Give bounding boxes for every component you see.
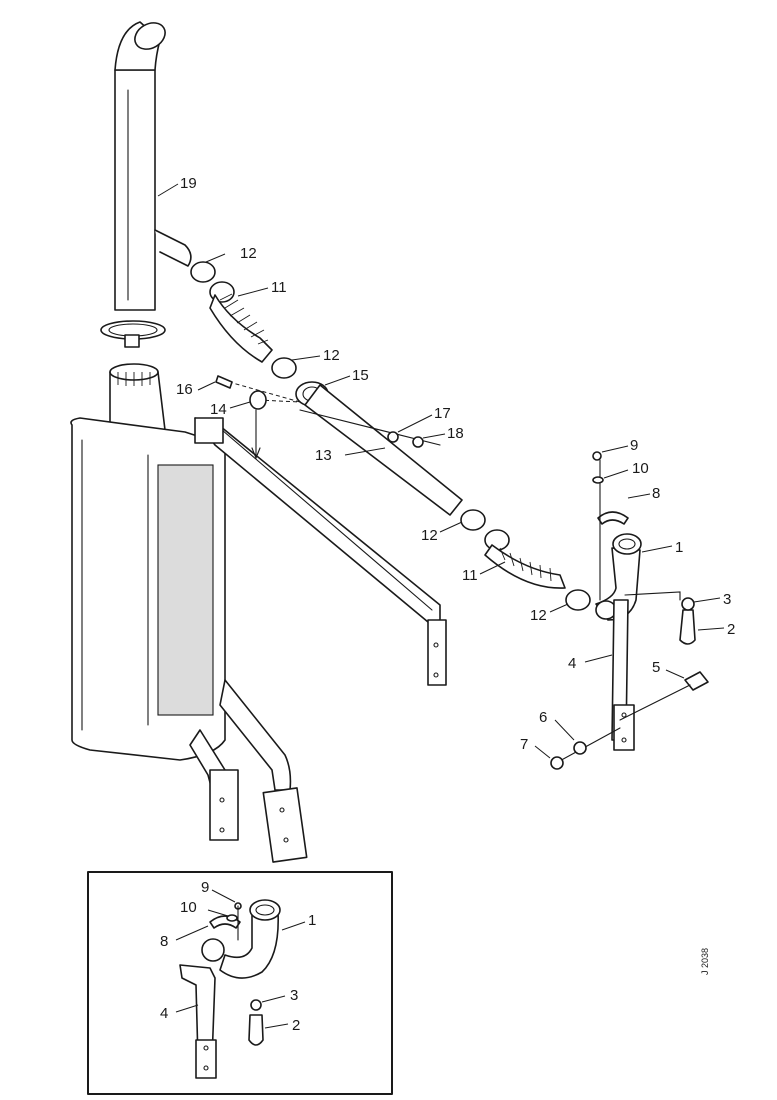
callout-4: 4 (568, 654, 613, 672)
svg-text:17: 17 (434, 405, 451, 422)
callout-11-lower: 11 (462, 561, 506, 584)
callout-3: 3 (693, 591, 731, 608)
intermediate-pipe (221, 379, 463, 516)
callout-12-mid: 12 (291, 347, 340, 364)
svg-text:10: 10 (180, 899, 197, 916)
inset-callout-4: 4 (160, 1004, 199, 1022)
svg-text:5: 5 (652, 659, 660, 676)
svg-text:3: 3 (723, 591, 731, 608)
svg-text:14: 14 (210, 401, 227, 418)
inset-callout-3: 3 (261, 987, 298, 1004)
svg-text:10: 10 (632, 460, 649, 477)
callout-9: 9 (601, 437, 638, 454)
svg-text:6: 6 (539, 709, 547, 726)
inset-detail: 9 10 8 1 3 2 4 (87, 871, 393, 1095)
inset-callout-2: 2 (264, 1017, 300, 1034)
callout-7: 7 (520, 736, 551, 759)
callout-15: 15 (324, 367, 369, 386)
svg-text:4: 4 (568, 655, 576, 672)
svg-text:11: 11 (271, 279, 287, 296)
svg-text:12: 12 (421, 527, 438, 544)
elbow-assembly (592, 451, 696, 751)
callout-12-bottom: 12 (530, 603, 569, 624)
callout-5: 5 (652, 659, 685, 679)
inset-callout-9: 9 (201, 879, 236, 903)
callout-2: 2 (697, 621, 735, 638)
svg-text:4: 4 (160, 1005, 168, 1022)
svg-text:15: 15 (352, 367, 369, 384)
callout-16: 16 (176, 381, 216, 398)
callout-10: 10 (603, 460, 649, 479)
svg-text:2: 2 (727, 621, 735, 638)
svg-text:8: 8 (160, 933, 168, 950)
callout-12-lower: 12 (421, 521, 463, 544)
callout-14: 14 (210, 401, 251, 418)
svg-text:1: 1 (675, 539, 683, 556)
upper-flex-hose (190, 261, 297, 379)
stack-pipe (114, 21, 192, 311)
svg-text:9: 9 (201, 879, 209, 896)
svg-text:12: 12 (530, 607, 547, 624)
callout-6: 6 (539, 709, 575, 741)
svg-text:18: 18 (447, 425, 464, 442)
svg-text:12: 12 (323, 347, 340, 364)
callout-17: 17 (397, 405, 451, 433)
frame-rail (194, 417, 447, 686)
callout-12-top: 12 (205, 245, 257, 263)
svg-text:3: 3 (290, 987, 298, 1004)
svg-text:19: 19 (180, 175, 197, 192)
callout-8: 8 (627, 485, 660, 502)
svg-text:12: 12 (240, 245, 257, 262)
callout-11-top: 11 (237, 279, 287, 297)
fasteners (215, 375, 424, 460)
svg-text:1: 1 (308, 912, 316, 929)
svg-text:9: 9 (630, 437, 638, 454)
svg-text:16: 16 (176, 381, 193, 398)
svg-text:13: 13 (315, 447, 332, 464)
svg-text:8: 8 (652, 485, 660, 502)
callout-13: 13 (315, 447, 386, 464)
svg-text:2: 2 (292, 1017, 300, 1034)
drawing-number: J 2038 (700, 948, 710, 975)
callout-1: 1 (641, 539, 683, 556)
lower-flex-hose (460, 509, 591, 611)
svg-text:11: 11 (462, 567, 478, 584)
svg-text:7: 7 (520, 736, 528, 753)
hanger-bolt (550, 671, 709, 770)
muffler-legs (189, 679, 308, 863)
stack-clamp (100, 320, 166, 348)
inset-callout-10: 10 (180, 899, 229, 917)
inset-callout-1: 1 (281, 912, 316, 931)
callout-18: 18 (422, 425, 464, 442)
callout-19: 19 (157, 175, 197, 197)
inset-callout-8: 8 (160, 925, 209, 950)
muffler (70, 363, 226, 761)
